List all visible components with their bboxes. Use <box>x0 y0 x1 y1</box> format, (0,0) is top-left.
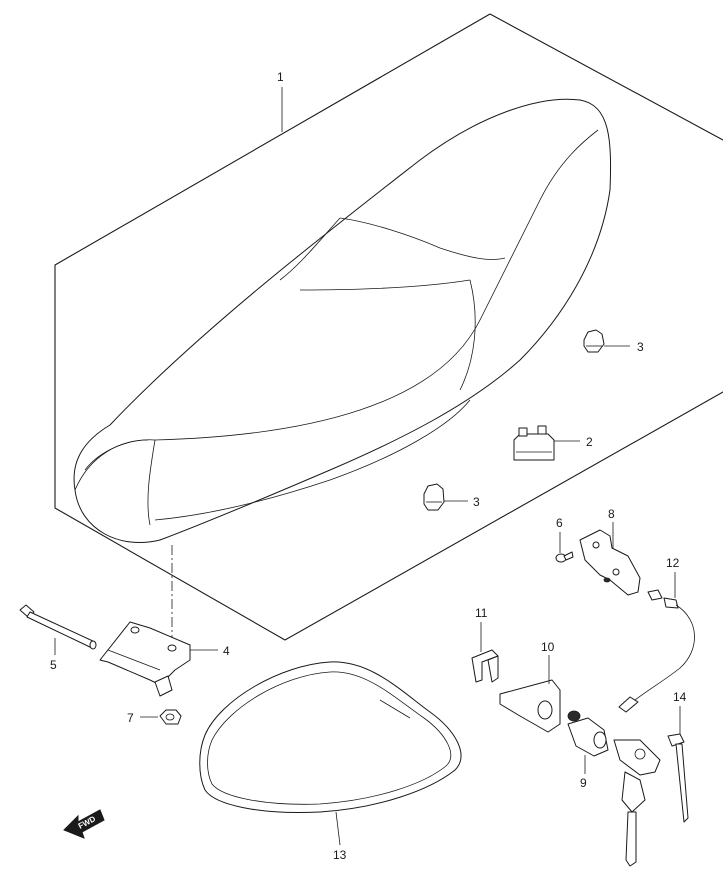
nut <box>159 709 182 725</box>
callout-9: 9 <box>580 776 587 790</box>
seat-latch <box>579 529 641 596</box>
callout-3b: 3 <box>473 495 480 509</box>
cushion-lower <box>423 483 445 511</box>
callout-11: 11 <box>475 606 488 620</box>
seat-lock-set <box>567 710 661 867</box>
trim-seal <box>199 661 462 813</box>
callout-3a: 3 <box>637 340 644 354</box>
seat-lock-cable <box>618 589 695 713</box>
cable-tie <box>667 733 689 823</box>
callout-4: 4 <box>223 644 230 658</box>
callout-5: 5 <box>50 658 57 672</box>
bolt <box>555 551 574 563</box>
forward-direction-arrow: FWD <box>63 809 105 839</box>
buffer-block <box>513 425 555 461</box>
callout-14: 14 <box>673 690 687 704</box>
callout-10: 10 <box>541 640 555 654</box>
cushion-upper <box>583 329 605 353</box>
callout-7: 7 <box>127 711 134 725</box>
lock-bracket <box>499 679 561 733</box>
seat-assembly <box>73 98 612 544</box>
callout-13: 13 <box>333 848 347 862</box>
callout-1: 1 <box>277 70 284 84</box>
callout-2: 2 <box>586 435 593 449</box>
assembly-frame <box>54 13 723 266</box>
callout-6: 6 <box>556 516 563 530</box>
callout-8: 8 <box>608 507 615 521</box>
callout-12: 12 <box>666 556 680 570</box>
hinge-pin <box>19 604 97 650</box>
hinge-bracket <box>99 621 191 697</box>
cable-clip <box>471 649 499 683</box>
